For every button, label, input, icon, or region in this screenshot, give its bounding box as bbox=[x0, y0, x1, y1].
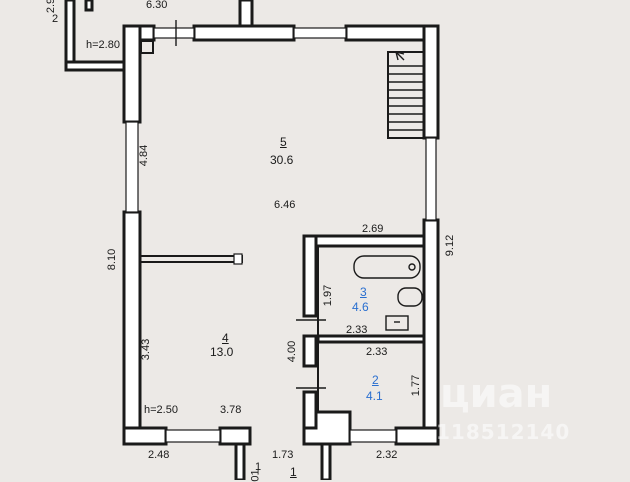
window-top-left bbox=[153, 27, 195, 39]
toilet bbox=[397, 287, 423, 307]
wall-left-lower bbox=[122, 210, 142, 446]
watermark-logo: циан bbox=[440, 371, 553, 417]
ceiling-height-label: h=2.80 bbox=[86, 39, 120, 51]
wall-right-lower bbox=[422, 218, 440, 446]
watermark-id: 118512140 bbox=[436, 420, 571, 444]
room-area-3: 4.6 bbox=[352, 300, 369, 314]
bath-drain bbox=[408, 263, 416, 271]
dimension-label: 3.78 bbox=[220, 404, 242, 416]
wall-bath-divider bbox=[316, 334, 426, 344]
window-top-right bbox=[293, 27, 347, 39]
wall-bottom-left bbox=[122, 426, 168, 446]
window-left bbox=[125, 121, 139, 213]
dimension-label: 6.30 bbox=[146, 0, 168, 11]
dimension-label: 2.33 bbox=[346, 324, 368, 336]
wall-bath-top bbox=[302, 234, 426, 248]
corner-square bbox=[140, 40, 154, 54]
dimension-label: 4.84 bbox=[138, 144, 151, 167]
window-bottom-right bbox=[349, 429, 397, 443]
dimension-label: 9.12 bbox=[444, 234, 457, 257]
wall-annex-bottom bbox=[64, 60, 134, 72]
wall-left-upper bbox=[122, 24, 142, 124]
room-number-1: 1 bbox=[290, 465, 297, 479]
wall-bath-left-upper bbox=[302, 234, 318, 318]
wall-bath-left-lower bbox=[302, 334, 318, 368]
room-area-4: 13.0 bbox=[210, 345, 234, 359]
dimension-label: 4.00 bbox=[286, 340, 299, 363]
wall-bottom-right bbox=[394, 426, 440, 446]
dimension-label: 2.69 bbox=[362, 223, 384, 235]
dimension-label: 2.48 bbox=[148, 449, 170, 461]
partition-living-end bbox=[233, 253, 243, 265]
wall-top-stub bbox=[238, 0, 254, 28]
dimension-label: 2.32 bbox=[376, 449, 398, 461]
wall-bottom-mid bbox=[218, 426, 252, 446]
wall-hall-left bbox=[302, 390, 318, 430]
washbasin bbox=[385, 315, 409, 331]
dimension-label: 8.10 bbox=[106, 248, 119, 271]
dimension-label: 1.77 bbox=[410, 374, 423, 397]
wall-top-mid bbox=[192, 24, 296, 42]
staircase bbox=[387, 51, 425, 139]
partition-living bbox=[139, 255, 243, 263]
dimension-label: 2 bbox=[52, 13, 59, 25]
room-number-5: 5 bbox=[280, 135, 287, 149]
room-number-4: 4 bbox=[222, 331, 229, 345]
bathtub bbox=[353, 255, 421, 279]
window-right bbox=[425, 137, 437, 221]
room-area-5: 30.6 bbox=[270, 153, 294, 167]
dimension-label: 6.46 bbox=[274, 199, 296, 211]
wall-entry-left bbox=[234, 442, 246, 480]
window-bottom-left bbox=[165, 429, 221, 443]
dimension-label: 1.73 bbox=[272, 449, 294, 461]
dimension-label: 1.97 bbox=[322, 284, 335, 307]
dimension-label: 1 bbox=[255, 461, 262, 473]
dimension-label: 2.33 bbox=[366, 346, 388, 358]
wall-annex-left bbox=[64, 0, 76, 72]
room-number-2: 2 bbox=[372, 373, 379, 387]
wall-annex-right bbox=[84, 0, 94, 12]
room-number-3: 3 bbox=[360, 285, 367, 299]
stair-steps bbox=[388, 65, 424, 131]
corner-mark-top-left bbox=[139, 39, 154, 54]
dimension-label: 3.43 bbox=[140, 338, 153, 361]
wall-right-upper bbox=[422, 24, 440, 140]
ceiling-height-label: h=2.50 bbox=[144, 404, 178, 416]
stair-arrow bbox=[395, 51, 405, 61]
room-area-2: 4.1 bbox=[366, 389, 383, 403]
wall-entry-right bbox=[320, 442, 332, 480]
dimension-label: 2.9 bbox=[45, 0, 58, 14]
